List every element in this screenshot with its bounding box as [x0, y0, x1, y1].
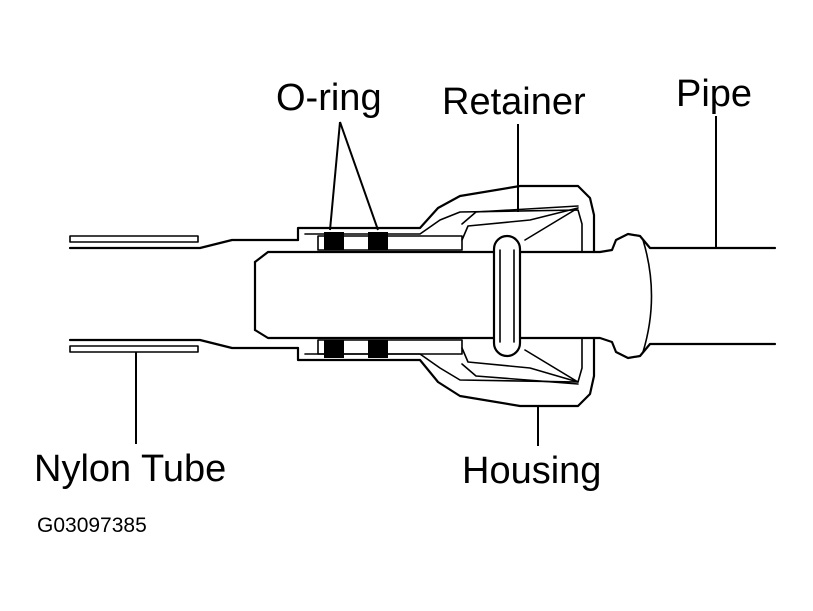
- o-ring-label: O-ring: [276, 77, 382, 119]
- o-ring-leader-left: [329, 121, 341, 231]
- pipe: [253, 232, 777, 360]
- o-ring-group: [324, 232, 388, 358]
- nylon-tube-label: Nylon Tube: [34, 448, 226, 490]
- pipe-label: Pipe: [676, 73, 752, 115]
- o-ring-seats: [317, 235, 463, 355]
- o-ring-upper-left: [324, 232, 344, 250]
- nylon-tube: [68, 235, 300, 353]
- retainer: [461, 205, 579, 385]
- o-ring-lower-left: [324, 340, 344, 358]
- o-ring-lower-right: [368, 340, 388, 358]
- figure-code: G03097385: [37, 514, 147, 537]
- pipe-bead: [492, 234, 522, 358]
- o-ring-upper-right: [368, 232, 388, 250]
- leader-lines: [135, 116, 717, 446]
- housing-label: Housing: [462, 450, 601, 492]
- o-ring-leader-right: [339, 121, 379, 231]
- retainer-label: Retainer: [442, 81, 586, 123]
